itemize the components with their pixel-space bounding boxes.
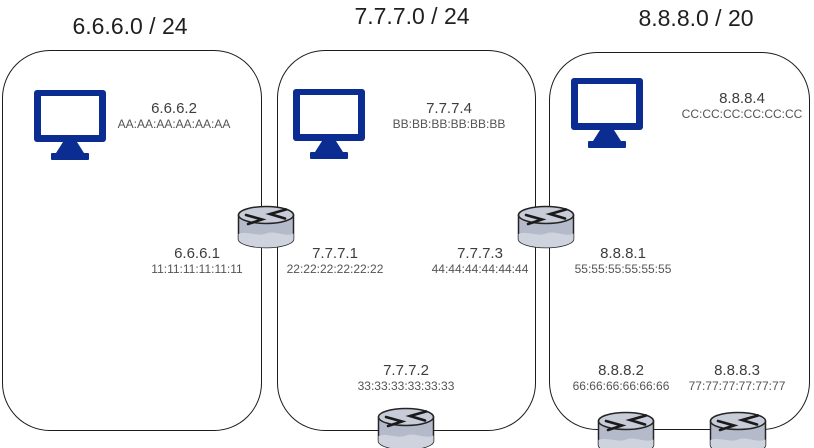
- host-ip: 7.7.7.4: [426, 100, 472, 117]
- host-mac: AA:AA:AA:AA:AA:AA: [117, 117, 231, 131]
- interface-label-8882: 8.8.8.2 66:66:66:66:66:66: [556, 362, 686, 393]
- computer-monitor-icon: [34, 90, 106, 160]
- router-icon: [237, 205, 295, 249]
- router-icon: [377, 407, 435, 448]
- host-label-net1: 6.6.6.2 AA:AA:AA:AA:AA:AA: [109, 100, 239, 131]
- computer-monitor-icon: [571, 78, 643, 148]
- interface-label-6661: 6.6.6.1 11:11:11:11:11:11: [132, 245, 262, 276]
- interface-ip: 7.7.7.3: [457, 245, 503, 262]
- interface-ip: 6.6.6.1: [174, 245, 220, 262]
- interface-mac: 44:44:44:44:44:44: [431, 262, 529, 276]
- subnet-title-3: 8.8.8.0 / 20: [638, 5, 754, 31]
- host-mac: BB:BB:BB:BB:BB:BB: [392, 117, 506, 131]
- host-ip: 8.8.8.4: [719, 90, 765, 107]
- interface-label-7771: 7.7.7.1 22:22:22:22:22:22: [270, 245, 400, 276]
- interface-ip: 8.8.8.1: [600, 245, 646, 262]
- interface-mac: 11:11:11:11:11:11: [151, 262, 243, 276]
- interface-label-7772: 7.7.7.2 33:33:33:33:33:33: [341, 362, 471, 393]
- router-icon: [597, 411, 655, 448]
- subnet-title-2: 7.7.7.0 / 24: [354, 3, 470, 29]
- interface-mac: 77:77:77:77:77:77: [688, 379, 786, 393]
- interface-label-8881: 8.8.8.1 55:55:55:55:55:55: [558, 245, 688, 276]
- router-icon: [517, 205, 575, 249]
- interface-ip: 7.7.7.2: [383, 362, 429, 379]
- computer-monitor-icon: [293, 89, 365, 159]
- host-mac: CC:CC:CC:CC:CC:CC: [681, 107, 803, 121]
- interface-label-7773: 7.7.7.3 44:44:44:44:44:44: [415, 245, 545, 276]
- interface-ip: 7.7.7.1: [312, 245, 358, 262]
- interface-mac: 22:22:22:22:22:22: [286, 262, 384, 276]
- interface-mac: 33:33:33:33:33:33: [357, 379, 455, 393]
- host-label-net3: 8.8.8.4 CC:CC:CC:CC:CC:CC: [677, 90, 807, 121]
- router-icon: [709, 411, 767, 448]
- subnet-title-1: 6.6.6.0 / 24: [72, 13, 188, 39]
- interface-ip: 8.8.8.3: [714, 362, 760, 379]
- host-ip: 6.6.6.2: [151, 100, 197, 117]
- host-label-net2: 7.7.7.4 BB:BB:BB:BB:BB:BB: [384, 100, 514, 131]
- interface-mac: 66:66:66:66:66:66: [572, 379, 670, 393]
- interface-ip: 8.8.8.2: [598, 362, 644, 379]
- interface-label-8883: 8.8.8.3 77:77:77:77:77:77: [672, 362, 802, 393]
- interface-mac: 55:55:55:55:55:55: [574, 262, 672, 276]
